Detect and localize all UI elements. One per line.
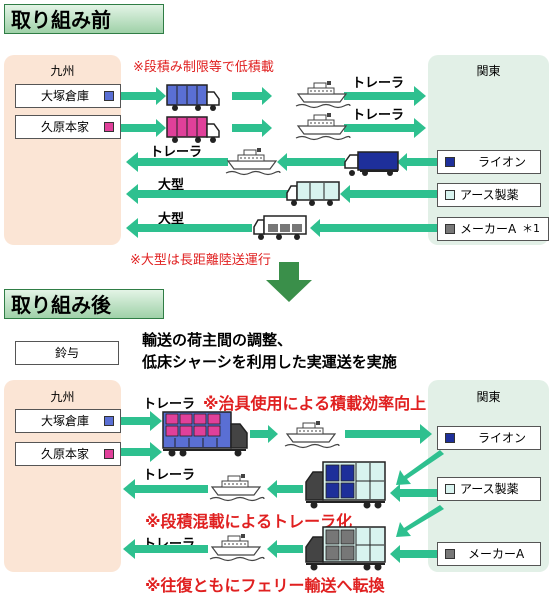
shipper-name: アース製薬	[460, 188, 519, 202]
label-trailer: トレーラ	[150, 145, 203, 160]
color-swatch	[445, 157, 455, 167]
low-floor-trailer-icon	[162, 411, 248, 457]
shipper-kubara-box: 久原本家	[15, 115, 121, 139]
section-title-after: 取り組み後	[4, 289, 164, 319]
label-trailer: トレーラ	[143, 468, 196, 483]
kanto-panel-after	[428, 380, 549, 572]
color-swatch	[445, 224, 455, 234]
kyushu-label-after: 九州	[50, 390, 75, 404]
note-mixed-stacking: ※段積混載によるトレーラ化	[145, 512, 353, 531]
transition-arrow	[266, 262, 312, 302]
shipper-name: メーカーA	[468, 547, 525, 561]
shipper-name: 久原本家	[41, 447, 90, 461]
ferry-icon	[295, 80, 351, 109]
arrow-left	[123, 479, 437, 563]
note-low-load: ※段積み制限等で低積載	[133, 60, 274, 75]
shipper-kubara-box-after: 久原本家	[15, 442, 121, 466]
ferry-icon	[295, 112, 351, 141]
shipper-name: ライオン	[478, 431, 527, 445]
arrow-diagonal	[396, 450, 444, 537]
shipper-name: 大塚倉庫	[41, 414, 90, 428]
label-trailer: トレーラ	[143, 397, 196, 412]
label-large-truck: 大型	[158, 212, 185, 227]
description-line-2: 低床シャーシを利用した実運送を実施	[142, 353, 397, 371]
mixed-load-trailer-icon	[305, 461, 386, 509]
color-swatch	[104, 416, 114, 426]
note-jig-efficiency: ※治具使用による積載効率向上	[203, 394, 427, 413]
label-trailer: トレーラ	[352, 76, 405, 91]
color-swatch	[104, 122, 114, 132]
truck-icon	[166, 84, 220, 111]
truck-icon	[253, 215, 307, 240]
ferry-icon	[209, 533, 265, 562]
shipper-otsuka-box-after: 大塚倉庫	[15, 409, 121, 433]
trailer-truck-icon	[344, 151, 399, 176]
shipper-name: ライオン	[478, 155, 527, 169]
section-title-before: 取り組み前	[4, 4, 164, 34]
footnote-mark: ＊1	[522, 222, 540, 235]
shipper-otsuka-box: 大塚倉庫	[15, 84, 121, 108]
note-long-distance: ※大型は長距離陸送運行	[130, 253, 271, 268]
kyushu-label: 九州	[50, 64, 75, 78]
shipper-lion-box-after: ライオン	[437, 426, 541, 450]
kanto-label: 関東	[476, 64, 501, 78]
note-ferry-conversion: ※往復ともにフェリー輸送へ転換	[145, 576, 385, 595]
arrow-right	[121, 86, 426, 138]
ferry-icon	[225, 147, 281, 176]
arrow-right	[121, 411, 432, 462]
color-swatch	[104, 91, 114, 101]
shipper-makera-box: メーカーA ＊1	[437, 217, 549, 241]
shipper-earth-box: アース製薬	[437, 183, 541, 207]
color-swatch	[445, 190, 455, 200]
shipper-earth-box-after: アース製薬	[437, 477, 541, 501]
truck-icon	[286, 181, 340, 206]
color-swatch	[445, 484, 455, 494]
color-swatch	[104, 449, 114, 459]
label-large-truck: 大型	[158, 178, 185, 193]
shipper-name: メーカーA	[460, 222, 517, 236]
color-swatch	[445, 549, 455, 559]
label-trailer: トレーラ	[352, 108, 405, 123]
shipper-name: アース製薬	[460, 482, 519, 496]
shipper-name: 大塚倉庫	[41, 89, 90, 103]
shipper-makera-box-after: メーカーA	[437, 542, 541, 566]
kanto-label-after: 関東	[476, 390, 501, 404]
mixed-load-trailer-icon	[305, 526, 386, 571]
color-swatch	[445, 433, 455, 443]
ferry-icon	[284, 420, 340, 449]
truck-icon	[166, 116, 220, 143]
shipper-lion-box: ライオン	[437, 150, 541, 174]
ferry-icon	[209, 473, 265, 502]
suzuyo-tag: 鈴与	[15, 341, 119, 365]
arrow-left	[126, 152, 437, 238]
shipper-name: 久原本家	[41, 120, 90, 134]
description-line-1: 輸送の荷主間の調整、	[142, 331, 293, 349]
operator-name: 鈴与	[54, 346, 79, 360]
